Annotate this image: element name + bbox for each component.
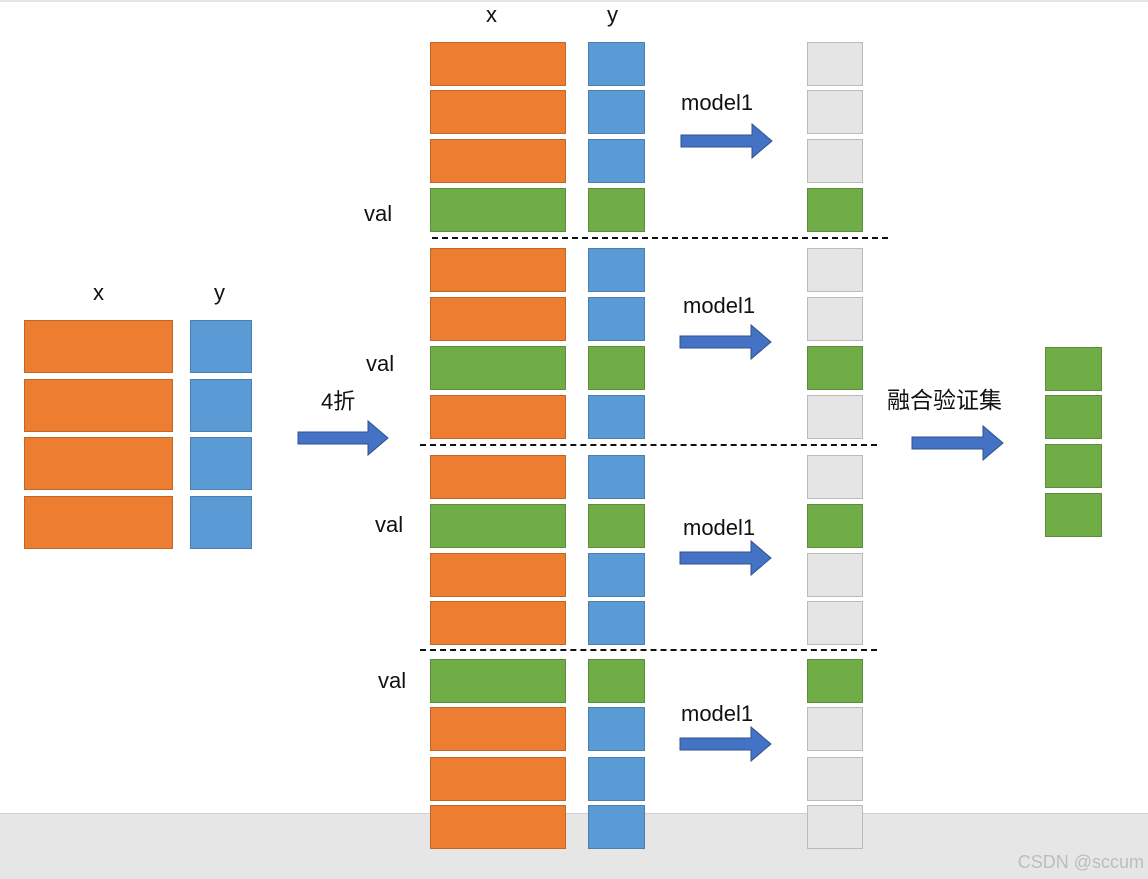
- fold-4-x-block-1: [430, 659, 566, 703]
- fold-3-arrow-shape: [679, 539, 772, 577]
- fold-1-y-block-4: [588, 188, 645, 232]
- fold-4-y-block-2: [588, 707, 645, 751]
- fold-2-pred-block-3: [807, 346, 863, 390]
- fold-3-pred-block-1: [807, 455, 863, 499]
- original-x-block-4: [24, 496, 173, 549]
- fold-3-x-block-1: [430, 455, 566, 499]
- fold-4-y-block-3: [588, 757, 645, 801]
- fold-2-model-label: model1: [683, 293, 756, 318]
- fold-3-x-block-3: [430, 553, 566, 597]
- fold-4-y-block-1: [588, 659, 645, 703]
- fold-2-y-block-4: [588, 395, 645, 439]
- fold-2-arrow: [679, 323, 772, 361]
- fold-2-y-block-3: [588, 346, 645, 390]
- fold-1-arrow: [680, 122, 773, 160]
- fold-1-y-block-2: [588, 90, 645, 134]
- split-arrow: [297, 419, 389, 457]
- fold-1-pred-block-1: [807, 42, 863, 86]
- merge-arrow: [911, 424, 1004, 462]
- fold-3-y-block-4: [588, 601, 645, 645]
- fold-2-pred-block-4: [807, 395, 863, 439]
- fold-3-arrow: [679, 539, 772, 577]
- bottom-band: [0, 813, 1148, 879]
- original-y-block-4: [190, 496, 252, 549]
- fold-4-pred-block-3: [807, 757, 863, 801]
- original-y-block-3: [190, 437, 252, 490]
- fold-1-val-label: val: [364, 201, 393, 226]
- fold-3-val-label: val: [375, 512, 404, 537]
- fold-divider-1: [432, 237, 888, 239]
- fold-2-arrow-shape: [679, 323, 772, 361]
- top-border: [0, 0, 1148, 2]
- fold-1-x-block-1: [430, 42, 566, 86]
- original-x-block-1: [24, 320, 173, 373]
- fold-3-model-label: model1: [683, 515, 756, 540]
- fold-2-x-block-3: [430, 346, 566, 390]
- split-arrow-shape: [297, 419, 389, 457]
- fold-3-x-block-2: [430, 504, 566, 548]
- fold-4-pred-block-1: [807, 659, 863, 703]
- fold-2-y-block-1: [588, 248, 645, 292]
- fold-3-pred-block-3: [807, 553, 863, 597]
- fold-3-pred-block-4: [807, 601, 863, 645]
- original-x-block-3: [24, 437, 173, 490]
- fold-4-arrow: [679, 725, 772, 763]
- original-y-label: y: [214, 280, 225, 305]
- merge-block-1: [1045, 347, 1102, 391]
- merge-block-4: [1045, 493, 1102, 537]
- fold-3-y-block-1: [588, 455, 645, 499]
- fold-1-pred-block-3: [807, 139, 863, 183]
- fold-3-pred-block-2: [807, 504, 863, 548]
- fold-2-y-block-2: [588, 297, 645, 341]
- fold-1-y-label: y: [607, 2, 618, 27]
- fold-1-pred-block-4: [807, 188, 863, 232]
- fold-3-y-block-3: [588, 553, 645, 597]
- fold-divider-2: [420, 444, 877, 446]
- fold-1-model-label: model1: [681, 90, 754, 115]
- original-x-block-2: [24, 379, 173, 432]
- fold-1-x-block-3: [430, 139, 566, 183]
- fold-1-pred-block-2: [807, 90, 863, 134]
- original-y-block-1: [190, 320, 252, 373]
- fold-4-val-label: val: [378, 668, 407, 693]
- fold-1-y-block-1: [588, 42, 645, 86]
- fold-4-model-label: model1: [681, 701, 754, 726]
- fold-2-pred-block-1: [807, 248, 863, 292]
- original-x-label: x: [93, 280, 104, 305]
- fold-2-pred-block-2: [807, 297, 863, 341]
- fold-3-x-block-4: [430, 601, 566, 645]
- fold-1-y-block-3: [588, 139, 645, 183]
- fold-divider-3: [420, 649, 877, 651]
- fold-1-arrow-shape: [680, 122, 773, 160]
- fold-2-x-block-2: [430, 297, 566, 341]
- fold-2-x-block-1: [430, 248, 566, 292]
- fold-1-x-block-2: [430, 90, 566, 134]
- merge-block-2: [1045, 395, 1102, 439]
- fold-2-val-label: val: [366, 351, 395, 376]
- merge-arrow-shape: [911, 424, 1004, 462]
- original-y-block-2: [190, 379, 252, 432]
- merge-label: 融合验证集: [887, 388, 1002, 414]
- fold-3-y-block-2: [588, 504, 645, 548]
- fold-4-pred-block-4: [807, 805, 863, 849]
- fold-2-x-block-4: [430, 395, 566, 439]
- split-label: 4折: [321, 389, 356, 414]
- fold-4-arrow-shape: [679, 725, 772, 763]
- fold-1-x-label: x: [486, 2, 497, 27]
- watermark-text: CSDN @sccum: [1017, 852, 1144, 872]
- fold-4-y-block-4: [588, 805, 645, 849]
- fold-4-x-block-2: [430, 707, 566, 751]
- fold-4-x-block-4: [430, 805, 566, 849]
- fold-4-x-block-3: [430, 757, 566, 801]
- merge-block-3: [1045, 444, 1102, 488]
- fold-1-x-block-4: [430, 188, 566, 232]
- fold-4-pred-block-2: [807, 707, 863, 751]
